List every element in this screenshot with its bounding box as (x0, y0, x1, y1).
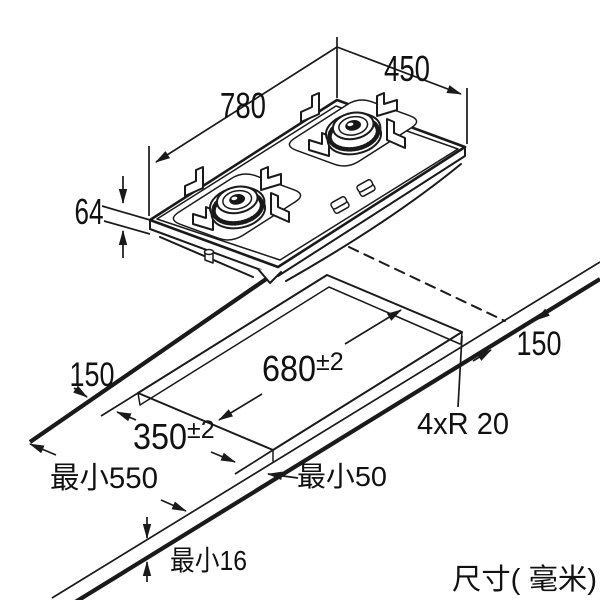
min-front-edge-label: 最小50 (297, 461, 387, 492)
worktop-front-top-edge (51, 261, 600, 599)
hob-depth-label: 450 (384, 48, 430, 89)
hob-left-side (149, 219, 278, 277)
dim-hob-height: 64 (75, 176, 151, 258)
dim-hob-width: 780 (148, 37, 338, 216)
dim-hob-depth: 450 (336, 46, 468, 144)
cutout-length-label: 680±2 (262, 348, 344, 389)
dim-clearance-right: 150 (472, 306, 562, 363)
clearance-right-label: 150 (517, 325, 562, 363)
dim-clearance-left: 150 (70, 356, 115, 398)
cutout-inner-wall (139, 286, 461, 406)
worktop-cutout (137, 274, 463, 462)
dim-corner-radius: 4xR 20 (417, 335, 509, 441)
cutout-width-label: 350±2 (133, 416, 215, 457)
min-thickness-label: 最小16 (170, 545, 247, 576)
worktop-front-bottom-edge (74, 277, 600, 600)
hob-right-side (277, 146, 466, 277)
corner-radius-label: 4xR 20 (417, 406, 509, 441)
hob-width-label: 780 (220, 85, 266, 126)
dim-worktop-min-depth: 最小550 (29, 443, 187, 512)
hob-top-inset (156, 105, 459, 261)
dim-cutout-length: 680±2 (218, 309, 402, 421)
hob-isometric-view (148, 93, 467, 284)
dim-min-thickness: 最小16 (142, 517, 247, 582)
worktop (28, 246, 600, 600)
control-knob-left (330, 196, 350, 214)
hob-height-label: 64 (75, 191, 104, 232)
dim-min-front-edge: 最小50 (266, 461, 387, 492)
control-knob-right (356, 179, 376, 197)
clearance-left-label: 150 (70, 356, 115, 394)
hob-tray-right (285, 163, 462, 282)
worktop-rear-edge (28, 273, 274, 444)
projection-dashed-line (348, 246, 506, 322)
dim-cutout-width: 350±2 (100, 392, 274, 475)
hob-front-corner (257, 268, 282, 284)
units-caption: 尺寸( 毫米) (452, 563, 597, 596)
worktop-min-depth-label: 最小550 (50, 462, 158, 495)
